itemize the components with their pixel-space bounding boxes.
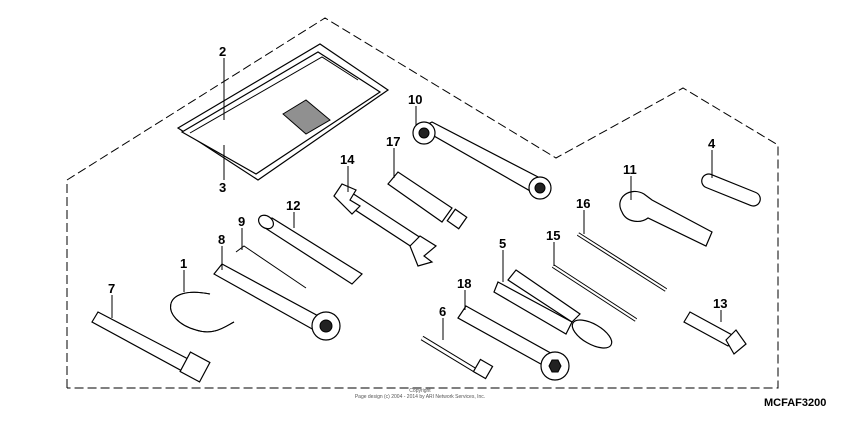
callout-7: 7 [108, 281, 115, 296]
small-wrench [701, 173, 761, 207]
reference-code: MCFAF3200 [764, 397, 827, 409]
tool-bag [176, 43, 390, 181]
callout-13: 13 [713, 296, 727, 311]
callout-6: 6 [439, 304, 446, 319]
strap [170, 291, 235, 333]
copyright-line-1: Copyright [409, 388, 431, 394]
extension-bar [257, 214, 363, 285]
callout-1: 1 [180, 256, 187, 271]
callout-8: 8 [218, 232, 225, 247]
callout-15: 15 [546, 228, 560, 243]
callout-11: 11 [623, 162, 637, 177]
socket-wrench [91, 311, 211, 383]
callout-10: 10 [408, 92, 422, 107]
callout-5: 5 [499, 236, 506, 251]
leader-lines [111, 58, 722, 340]
callout-3: 3 [219, 180, 226, 195]
copyright-line-2: Page design (c) 2004 - 2014 by ARI Netwo… [354, 394, 486, 400]
screwdriver-handle [387, 171, 468, 230]
callout-18: 18 [457, 276, 471, 291]
velcro-patch [282, 99, 331, 135]
callout-12: 12 [286, 198, 300, 213]
callout-4: 4 [708, 136, 716, 151]
bolt [420, 335, 494, 380]
open-end-wrench [333, 183, 438, 267]
callout-17: 17 [386, 134, 400, 149]
ring-spanner [412, 121, 552, 200]
copyright-notice: Copyright Page design (c) 2004 - 2014 by… [300, 388, 540, 400]
callout-16: 16 [576, 196, 590, 211]
pliers [493, 269, 613, 349]
group-boundary [66, 17, 779, 389]
callout-14: 14 [340, 152, 355, 167]
callout-2: 2 [219, 44, 226, 59]
box-wrench [457, 305, 570, 381]
small-open-wrench [683, 311, 747, 355]
plug-spanner [213, 263, 341, 341]
hex-key [235, 245, 307, 289]
pin-spanner [619, 190, 713, 247]
callout-9: 9 [238, 214, 245, 229]
callout-labels: 1 2 3 4 5 6 7 8 9 10 11 12 13 14 15 16 1… [108, 44, 727, 319]
